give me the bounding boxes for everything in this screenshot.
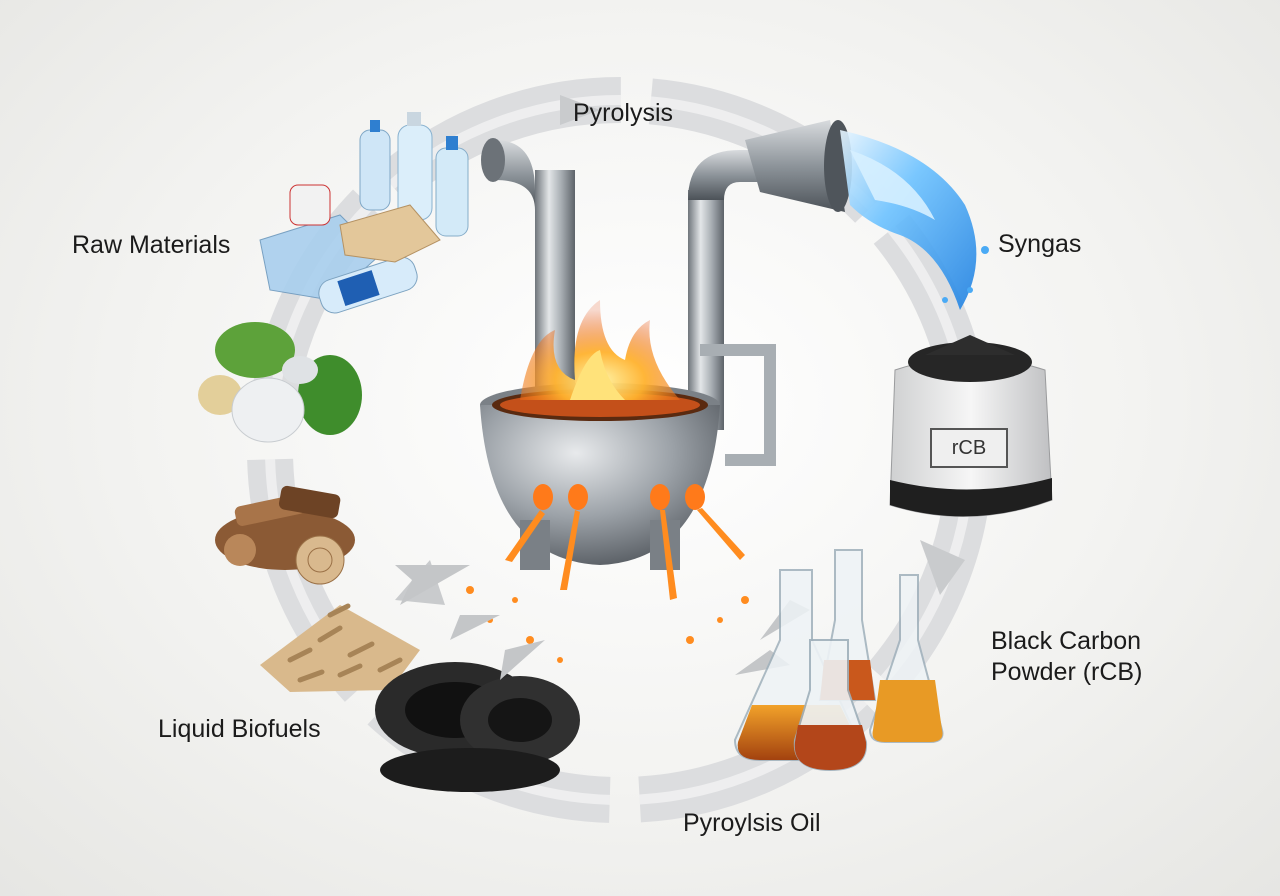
syngas-stream-icon [840,130,989,310]
label-black-carbon-line2: Powder (rCB) [991,658,1143,687]
wood-pellets-icon [260,603,420,692]
sparks-icon [466,508,749,663]
wood-chips-icon [215,485,355,585]
flame-icon [520,300,680,400]
reactor-icon [480,120,852,570]
bag-label: rCB [930,428,1008,468]
label-pyrolysis-oil: Pyroylsis Oil [683,809,821,837]
biomass-icon [198,322,362,443]
label-raw-materials: Raw Materials [72,231,231,259]
tires-icon [375,662,580,792]
label-pyrolysis: Pyrolysis [573,99,674,127]
plastic-bottles-icon [259,112,469,314]
oil-flasks-icon [733,549,944,772]
label-syngas: Syngas [998,230,1082,258]
label-liquid-biofuels: Liquid Biofuels [158,715,321,743]
label-black-carbon-powder: Black Carbon Powder (rCB) [991,626,1142,689]
label-black-carbon-line1: Black Carbon [991,627,1142,655]
carbon-bag-icon [889,335,1053,517]
